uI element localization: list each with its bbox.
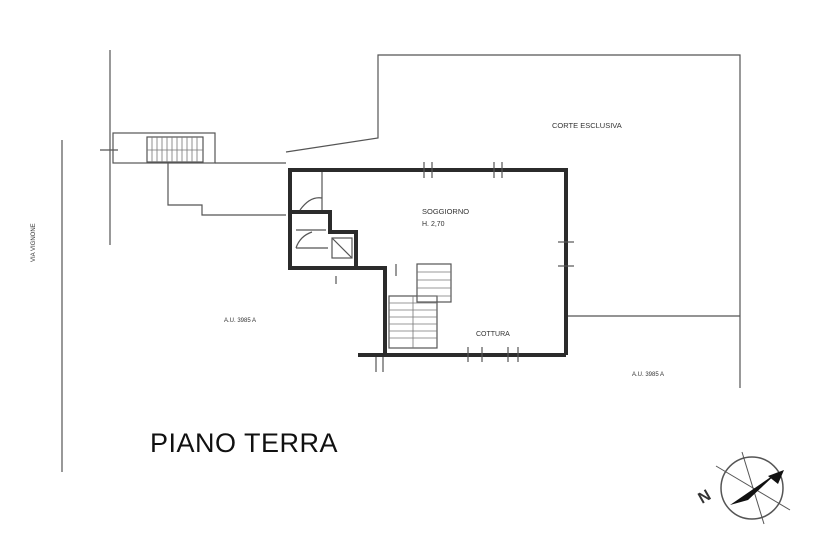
street-label: VIA VIGNONE <box>31 223 37 262</box>
internal-stair <box>388 263 452 349</box>
courtyard-label: CORTE ESCLUSIVA <box>552 121 622 130</box>
site-boundaries <box>61 50 741 472</box>
room-height-label: H. 2,70 <box>422 221 445 228</box>
zone-right-label: A.U. 3985 A <box>632 372 664 378</box>
plan-title: PIANO TERRA <box>150 428 338 458</box>
external-stair <box>112 132 286 216</box>
building-walls <box>288 168 568 357</box>
kitchen-label: COTTURA <box>476 331 510 338</box>
wall-openings <box>295 162 574 362</box>
zone-left-label: A.U. 3985 A <box>224 318 256 324</box>
compass-icon: N <box>696 451 791 525</box>
room-name-label: SOGGIORNO <box>422 207 469 216</box>
compass-north-letter: N <box>696 487 715 508</box>
